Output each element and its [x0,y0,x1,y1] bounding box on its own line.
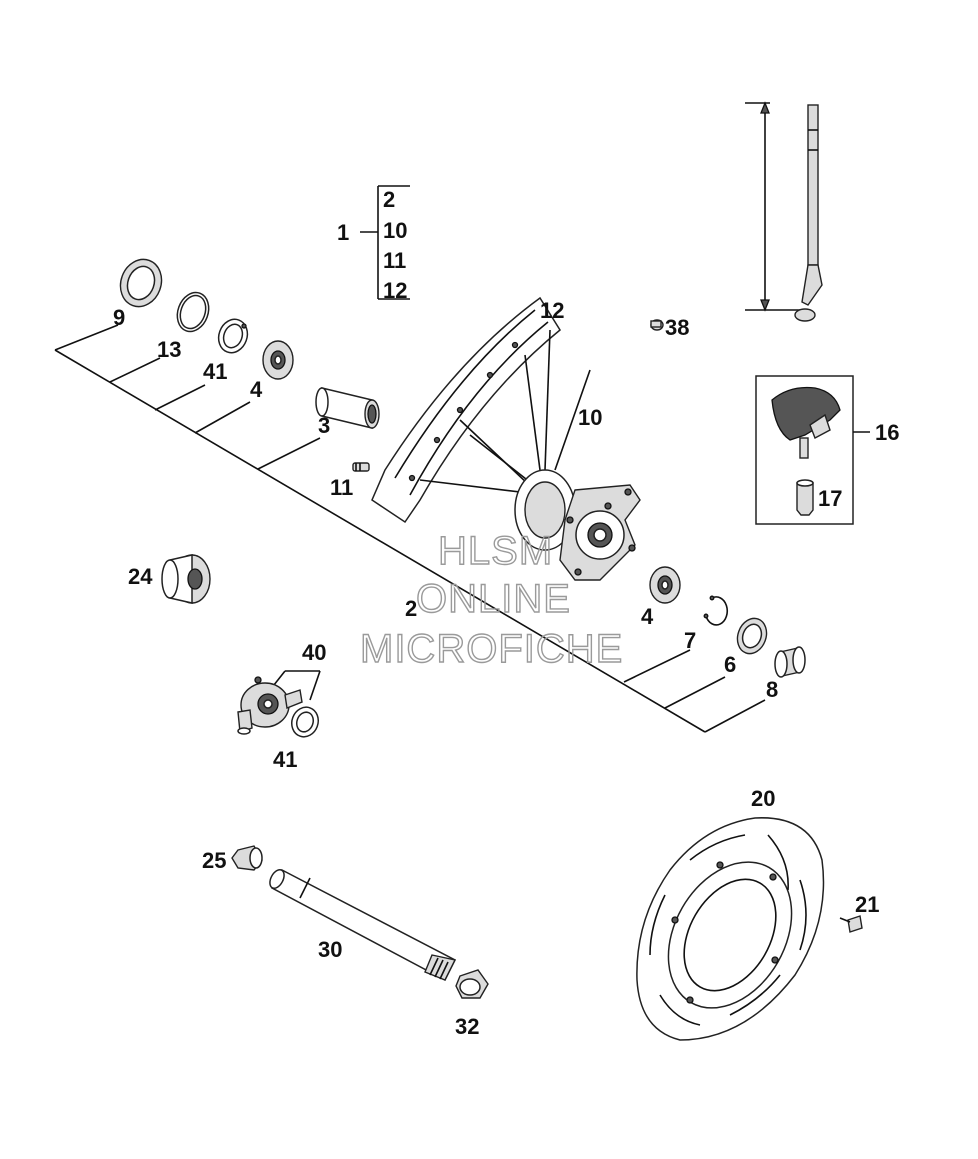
callout-2-group: 2 [383,187,395,212]
o-ring-part [176,291,210,333]
circlip-part-right [703,595,729,626]
callout-10-group: 10 [383,218,407,243]
axle-nut-large-part [455,969,489,999]
plug-part [650,319,664,331]
seal-part-right [736,617,768,655]
speedo-drive-part [237,670,321,735]
callout-41-top: 41 [203,359,227,384]
callout-40: 40 [302,640,326,665]
callout-4-top: 4 [250,377,263,402]
callout-38: 38 [665,315,689,340]
callout-3: 3 [318,413,330,438]
callout-13: 13 [157,337,181,362]
callout-20: 20 [751,786,775,811]
flanged-bush-part [161,554,211,604]
callout-25: 25 [202,848,226,873]
axle-nut-small-part [231,845,263,871]
callout-12: 12 [540,298,564,323]
callout-41-bottom: 41 [273,747,297,772]
circlip-part-bottom [291,706,319,738]
callout-12-group: 12 [383,278,407,303]
callout-1: 1 [337,220,349,245]
callout-11-group: 11 [383,248,406,273]
callout-6: 6 [724,652,736,677]
valve-kit-box [755,375,870,525]
callout-4-right: 4 [641,604,654,629]
spoke-length-part [745,101,823,322]
watermark-line-2: ONLINE [416,577,571,621]
bearing-part-top [262,340,294,380]
callout-10: 10 [578,405,602,430]
callout-17: 17 [818,486,842,511]
callout-labels: 1 2 10 11 12 9 13 41 4 3 11 12 10 38 16 … [113,187,899,1039]
disc-bolt-part [839,915,863,933]
spacer-sleeve-part [315,387,380,429]
callout-2: 2 [405,596,417,621]
spoke-nipple-part [352,462,370,472]
watermark-line-1: HLSM [438,529,553,573]
callout-21: 21 [855,892,879,917]
callout-16: 16 [875,420,899,445]
callout-7: 7 [684,628,696,653]
callout-11: 11 [330,475,353,500]
spacer-part-right [774,646,806,678]
bearing-part-right [649,566,681,604]
seal-ring-part [119,258,163,308]
callout-8: 8 [766,677,778,702]
wheel-assembly-part [371,296,641,581]
kit-bracket [360,185,410,300]
callout-24: 24 [128,564,153,589]
axle-part [269,868,457,982]
brake-disc-part [636,817,825,1041]
watermark-line-3: MICROFICHE [360,627,623,671]
watermark: HLSM ONLINE MICROFICHE [359,528,623,671]
circlip-part-top [217,318,249,354]
assembly-lines [54,324,766,733]
callout-30: 30 [318,937,342,962]
callout-9: 9 [113,305,125,330]
callout-32: 32 [455,1014,479,1039]
